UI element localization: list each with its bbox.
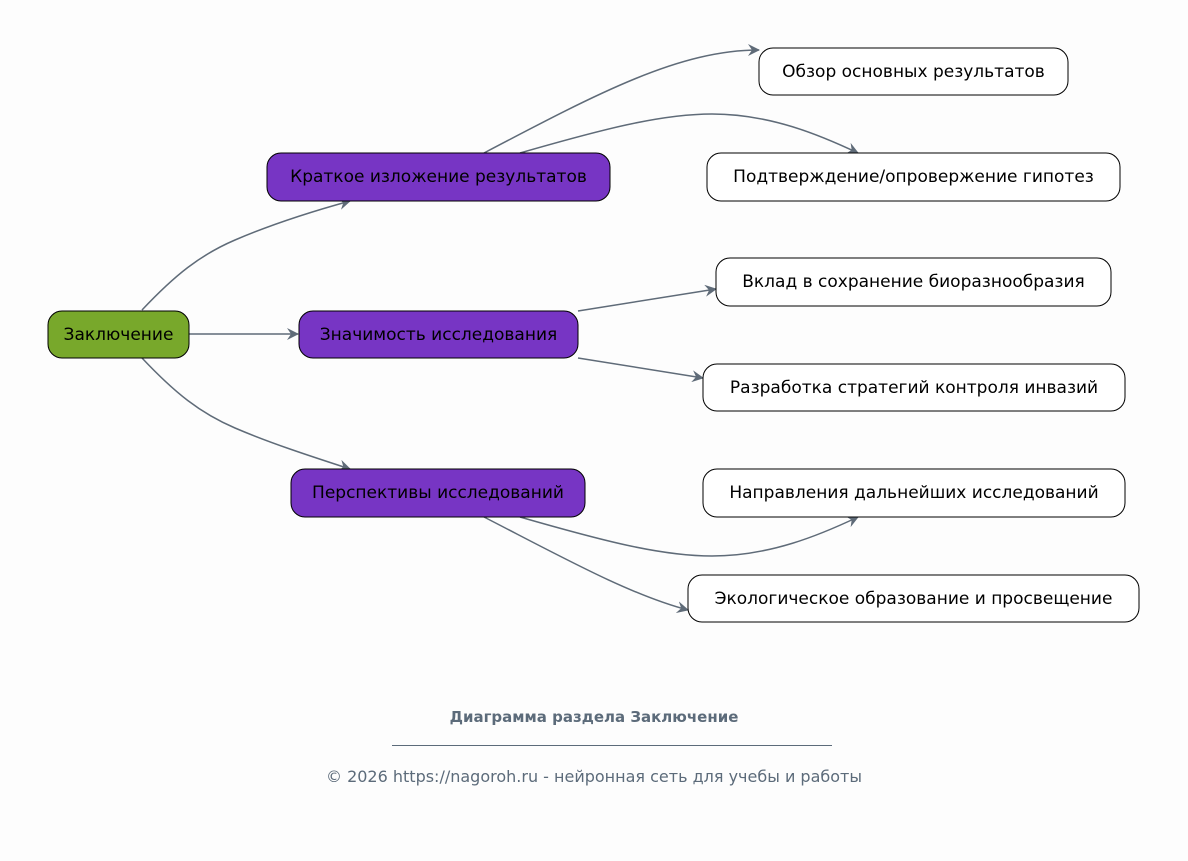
node-label: Обзор основных результатов: [782, 62, 1045, 82]
node-branch-summary[interactable]: Краткое изложение результатов: [266, 152, 611, 202]
node-label: Заключение: [64, 325, 174, 345]
mindmap-diagram: Заключение Краткое изложение результатов…: [47, 44, 1140, 623]
edge-perspectives-directions: [519, 516, 859, 557]
node-leaf-overview[interactable]: Обзор основных результатов: [758, 47, 1069, 96]
node-leaf-biodiversity[interactable]: Вклад в сохранение биоразнообразия: [715, 257, 1112, 307]
edge-perspectives-education: [483, 516, 689, 614]
node-label: Разработка стратегий контроля инвазий: [730, 378, 1098, 398]
node-label: Краткое изложение результатов: [290, 167, 587, 187]
diagram-caption: Диаграмма раздела Заключение: [449, 708, 739, 726]
edge-significance-invasions: [577, 357, 704, 383]
edge-root-summary: [141, 198, 351, 311]
node-leaf-directions[interactable]: Направления дальнейших исследований: [702, 468, 1126, 518]
node-label: Направления дальнейших исследований: [729, 483, 1098, 503]
edge-significance-biodiversity: [577, 284, 717, 312]
footer-divider: [392, 745, 832, 746]
node-label: Экологическое образование и просвещение: [715, 589, 1113, 609]
node-label: Подтверждение/опровержение гипотез: [733, 167, 1094, 187]
node-label: Вклад в сохранение биоразнообразия: [742, 272, 1085, 292]
node-branch-perspectives[interactable]: Перспективы исследований: [290, 468, 586, 518]
node-label: Значимость исследования: [320, 325, 557, 345]
edge-root-perspectives: [141, 357, 351, 472]
node-branch-significance[interactable]: Значимость исследования: [298, 310, 579, 359]
node-leaf-education[interactable]: Экологическое образование и просвещение: [687, 574, 1140, 623]
edges: [141, 44, 859, 614]
node-leaf-hypotheses[interactable]: Подтверждение/опровержение гипотез: [706, 152, 1121, 202]
edge-summary-overview: [483, 44, 760, 154]
node-leaf-invasions[interactable]: Разработка стратегий контроля инвазий: [702, 363, 1126, 412]
edge-summary-hypotheses: [519, 113, 859, 154]
node-label: Перспективы исследований: [312, 483, 564, 503]
copyright-text: © 2026 https://nagoroh.ru - нейронная се…: [325, 767, 862, 786]
node-root[interactable]: Заключение: [47, 310, 190, 359]
